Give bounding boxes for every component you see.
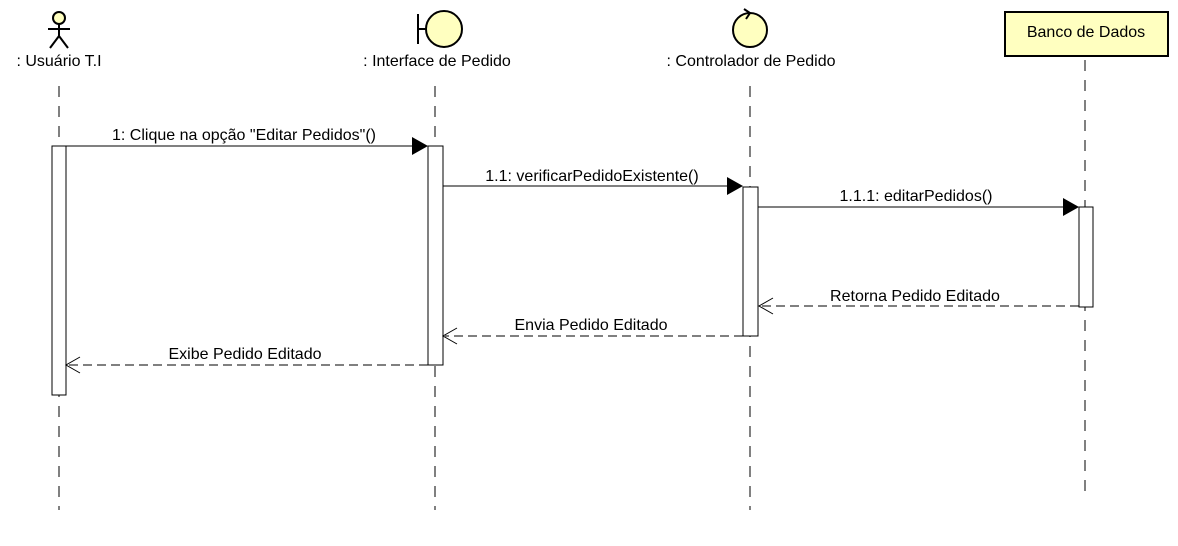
participant-label-user: : Usuário T.I xyxy=(16,53,101,70)
activation-controller xyxy=(742,186,759,337)
participant-label-interface: : Interface de Pedido xyxy=(363,53,511,70)
participant-label-controller: : Controlador de Pedido xyxy=(667,53,836,70)
message-label-4: Retorna Pedido Editado xyxy=(830,288,1000,305)
arrowhead-open xyxy=(757,297,774,315)
database-box xyxy=(1004,11,1169,57)
participant-label-database: Banco de Dados xyxy=(1027,24,1145,41)
arrowhead-filled xyxy=(412,137,428,155)
activation-database xyxy=(1078,206,1094,308)
boundary-icon xyxy=(417,10,463,48)
activation-interface xyxy=(427,145,444,366)
arrowhead-filled xyxy=(727,177,743,195)
message-label-1: 1: Clique na opção "Editar Pedidos"() xyxy=(112,127,376,144)
message-label-2: 1.1: verificarPedidoExistente() xyxy=(485,168,698,185)
message-label-6: Exibe Pedido Editado xyxy=(169,346,322,363)
actor-icon xyxy=(48,11,70,49)
message-label-3: 1.1.1: editarPedidos() xyxy=(840,188,993,205)
activation-user xyxy=(51,145,67,396)
arrowhead-filled xyxy=(1063,198,1079,216)
message-label-5: Envia Pedido Editado xyxy=(515,317,668,334)
arrowhead-open xyxy=(64,356,81,374)
arrowhead-open xyxy=(441,327,458,345)
control-icon xyxy=(732,8,768,48)
